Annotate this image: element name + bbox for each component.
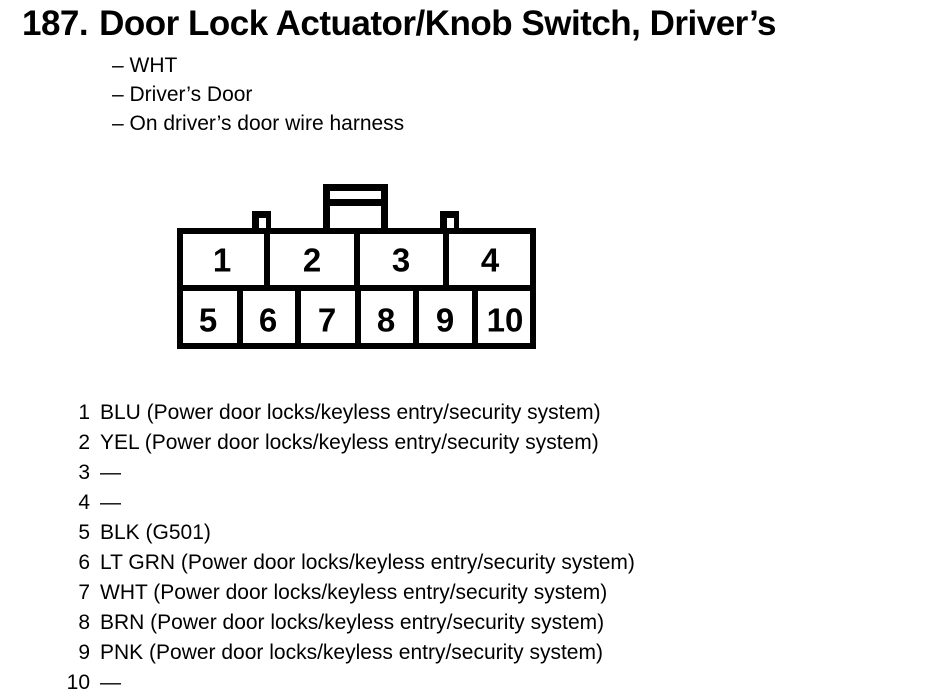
pin-number: 10	[66, 671, 90, 694]
pin-row: 1 BLU (Power door locks/keyless entry/se…	[0, 398, 928, 428]
cavity-number-9: 9	[435, 301, 455, 339]
pin-row: 5 BLK (G501)	[0, 518, 928, 548]
page-title: 187. Door Lock Actuator/Knob Switch, Dri…	[22, 4, 776, 44]
pin-description: BLK (G501)	[100, 521, 211, 544]
connector-lock-tab	[323, 184, 388, 234]
detail-item-harness: – On driver’s door wire harness	[112, 112, 405, 135]
pin-row: 7 WHT (Power door locks/keyless entry/se…	[0, 578, 928, 608]
pin-number: 3	[78, 461, 90, 484]
pin-description: BRN (Power door locks/keyless entry/secu…	[100, 611, 605, 634]
guide-tab-right-notch	[447, 218, 454, 229]
pin-row: 4 —	[0, 488, 928, 518]
pin-row: 10 —	[0, 668, 928, 696]
detail-item-color: – WHT	[112, 54, 178, 77]
pin-description: BLU (Power door locks/keyless entry/secu…	[100, 401, 601, 424]
pin-number: 8	[78, 611, 90, 634]
cavity-number-5: 5	[198, 301, 218, 339]
cavity-number-10: 10	[486, 301, 524, 339]
pin-row: 8 BRN (Power door locks/keyless entry/se…	[0, 608, 928, 638]
cavity-divider	[264, 228, 270, 291]
pin-row: 2 YEL (Power door locks/keyless entry/se…	[0, 428, 928, 458]
cavity-number-3: 3	[391, 241, 411, 279]
pin-description: WHT (Power door locks/keyless entry/secu…	[100, 581, 608, 604]
guide-tab-left	[252, 211, 271, 229]
guide-tab-left-notch	[259, 218, 266, 229]
detail-item-location: – Driver’s Door	[112, 83, 253, 106]
cavity-divider	[355, 285, 361, 349]
cavity-number-8: 8	[376, 301, 396, 339]
cavity-divider	[443, 228, 449, 291]
cavity-divider	[413, 285, 419, 349]
cavity-number-4: 4	[480, 241, 500, 279]
pin-row: 3 —	[0, 458, 928, 488]
cavity-number-6: 6	[258, 301, 278, 339]
pin-number: 5	[78, 521, 90, 544]
pin-description: —	[100, 491, 121, 514]
pin-number: 6	[78, 551, 90, 574]
pin-number: 9	[78, 641, 90, 664]
cavity-number-2: 2	[302, 241, 322, 279]
pin-row: 9 PNK (Power door locks/keyless entry/se…	[0, 638, 928, 668]
cavity-number-7: 7	[317, 301, 337, 339]
guide-tab-right	[440, 211, 459, 229]
cavity-divider	[237, 285, 243, 349]
pin-row: 6 LT GRN (Power door locks/keyless entry…	[0, 548, 928, 578]
pin-legend: 1 BLU (Power door locks/keyless entry/se…	[0, 398, 928, 696]
pin-description: —	[100, 461, 121, 484]
pin-number: 7	[78, 581, 90, 604]
cavity-number-1: 1	[212, 241, 232, 279]
pin-description: LT GRN (Power door locks/keyless entry/s…	[100, 551, 635, 574]
cavity-divider	[295, 285, 301, 349]
cavity-divider	[354, 228, 360, 291]
pin-description: YEL (Power door locks/keyless entry/secu…	[100, 431, 599, 454]
cavity-divider	[472, 285, 478, 349]
detail-list: – WHT – Driver’s Door – On driver’s door…	[112, 51, 404, 138]
page-title-text: Door Lock Actuator/Knob Switch, Driver’s	[99, 4, 776, 43]
pin-description: —	[100, 671, 121, 694]
lock-tab-ridge	[330, 199, 381, 206]
pin-number: 4	[78, 491, 90, 514]
figure-number: 187.	[22, 4, 89, 43]
pin-description: PNK (Power door locks/keyless entry/secu…	[100, 641, 603, 664]
pin-number: 1	[78, 401, 90, 424]
pin-number: 2	[78, 431, 90, 454]
